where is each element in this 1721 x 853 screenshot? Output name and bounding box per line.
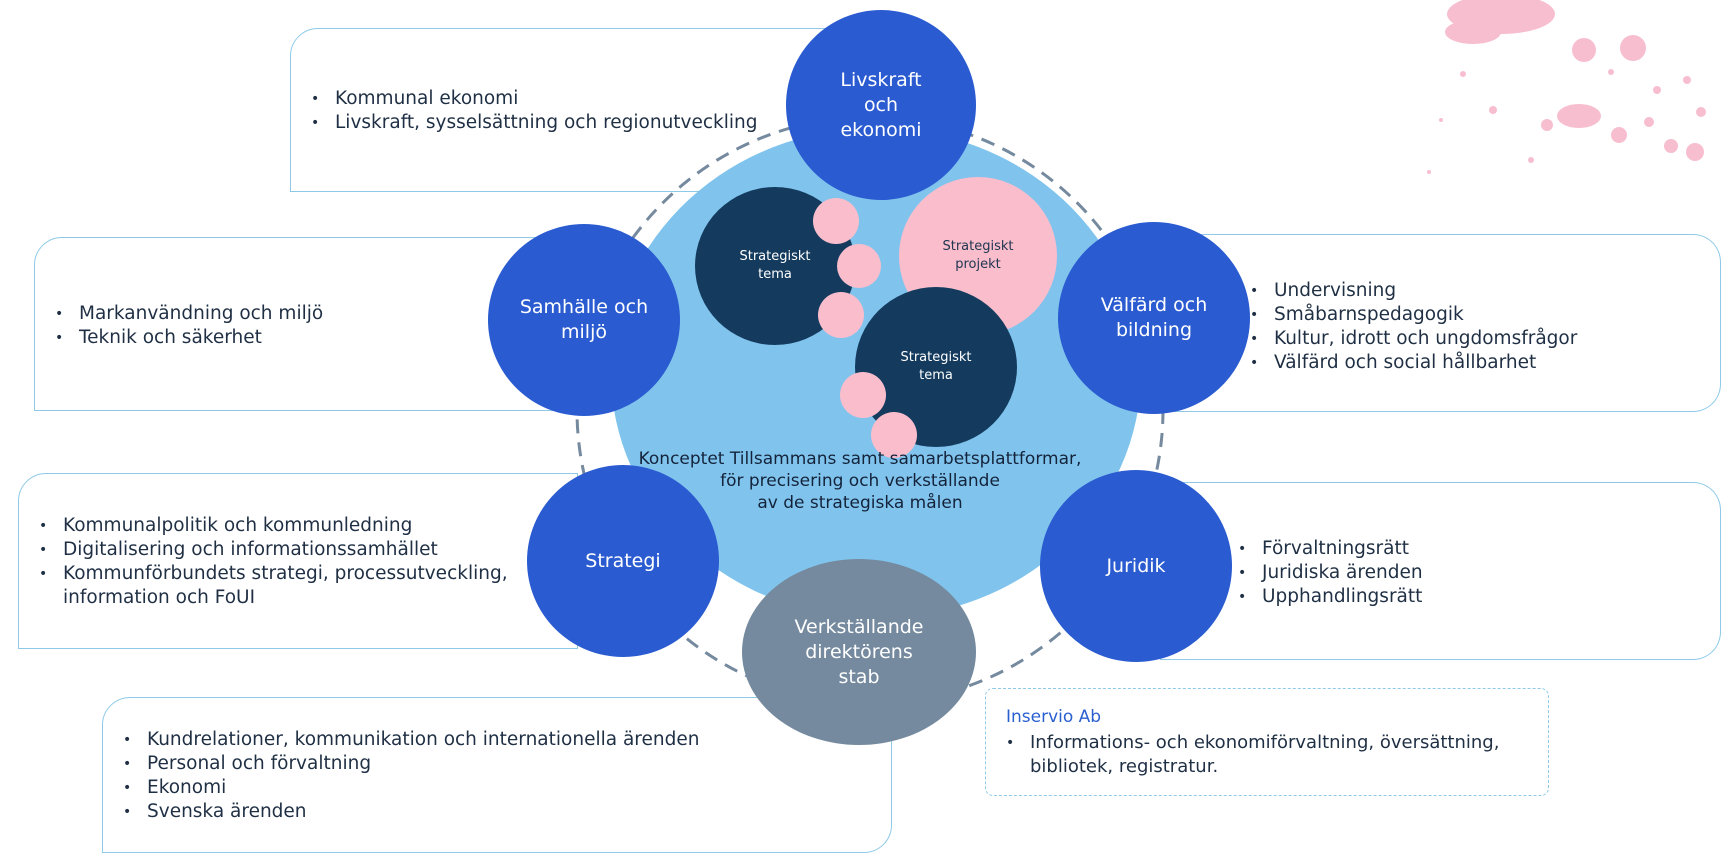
unit-samhalle: Samhälle och miljö: [488, 224, 680, 416]
list-item: Upphandlingsrätt: [1238, 585, 1423, 609]
list-livskraft: Kommunal ekonomi Livskraft, sysselsättni…: [311, 87, 758, 135]
list-item: Kundrelationer, kommunikation och intern…: [123, 728, 699, 752]
list-item: Välfärd och social hållbarhet: [1250, 351, 1577, 375]
list-item: Småbarnspedagogik: [1250, 303, 1577, 327]
unit-juridik: Juridik: [1040, 470, 1232, 662]
list-stab: Kundrelationer, kommunikation och intern…: [123, 728, 699, 824]
pink-bubble: [837, 244, 881, 288]
theme-label-line: projekt: [955, 257, 1001, 272]
unit-label-line: Livskraft: [840, 68, 922, 91]
list-item: Livskraft, sysselsättning och regionutve…: [311, 111, 758, 135]
theme-label-line: Strategiskt: [900, 350, 972, 365]
list-item: Juridiska ärenden: [1238, 561, 1423, 585]
unit-label-line: Samhälle och: [519, 296, 649, 318]
inservio-title: Inservio Ab: [1006, 707, 1102, 727]
box-juridik: Förvaltningsrätt Juridiska ärenden Uppha…: [1160, 482, 1721, 660]
theme-label-line: tema: [758, 267, 792, 282]
pink-splash-decoration: [1427, 0, 1706, 174]
center-text-line: för precisering och verkställande: [720, 471, 1000, 491]
list-item: Kommunal ekonomi: [311, 87, 758, 111]
theme-label-line: Strategiskt: [739, 249, 811, 264]
list-item: Kultur, idrott och ungdomsfrågor: [1250, 327, 1577, 351]
inservio-box: Inservio Ab Informations- och ekonomiför…: [985, 688, 1549, 796]
list-item: Kommunförbundets strategi, processutveck…: [39, 562, 559, 610]
list-item: Personal och förvaltning: [123, 752, 699, 776]
list-strategi: Kommunalpolitik och kommunledning Digita…: [39, 514, 559, 610]
unit-valfard: Välfärd och bildning: [1058, 222, 1250, 414]
unit-stab: Verkställande direktörens stab: [742, 559, 976, 745]
unit-label-line: och: [863, 93, 899, 116]
list-item: Digitalisering och informationssamhället: [39, 538, 559, 562]
theme-label-line: Strategiskt: [942, 239, 1014, 254]
list-item: Ekonomi: [123, 776, 699, 800]
unit-strategi: Strategi: [527, 465, 719, 657]
list-juridik: Förvaltningsrätt Juridiska ärenden Uppha…: [1238, 537, 1423, 609]
pink-bubble: [840, 372, 886, 418]
center-text: Konceptet Tillsammans samt samarbetsplat…: [620, 448, 1100, 514]
list-item: Svenska ärenden: [123, 800, 699, 824]
unit-label-line: ekonomi: [840, 118, 922, 141]
list-valfard: Undervisning Småbarnspedagogik Kultur, i…: [1250, 279, 1577, 375]
list-item: Förvaltningsrätt: [1238, 537, 1423, 561]
box-strategi: Kommunalpolitik och kommunledning Digita…: [18, 473, 578, 649]
unit-label-line: Juridik: [1106, 554, 1166, 577]
list-inservio: Informations- och ekonomiförvaltning, öv…: [1006, 731, 1526, 779]
center-text-line: Konceptet Tillsammans samt samarbetsplat…: [638, 449, 1082, 469]
pink-bubble: [813, 198, 859, 244]
list-item: Undervisning: [1250, 279, 1577, 303]
box-stab: Kundrelationer, kommunikation och intern…: [102, 697, 892, 853]
pink-bubble: [871, 412, 917, 458]
list-item: Markanvändning och miljö: [55, 302, 323, 326]
unit-livskraft: Livskraft och ekonomi: [786, 10, 976, 200]
theme-label-line: tema: [919, 368, 953, 383]
unit-label-line: Välfärd och: [1100, 294, 1208, 316]
unit-label-line: Verkställande: [794, 615, 924, 638]
list-item: Informations- och ekonomiförvaltning, öv…: [1006, 731, 1526, 779]
unit-label-line: miljö: [561, 321, 607, 343]
unit-label-line: Strategi: [585, 549, 661, 572]
center-text-line: av de strategiska målen: [757, 493, 963, 513]
unit-label-line: direktörens: [805, 640, 913, 663]
unit-label-line: bildning: [1115, 319, 1193, 341]
pink-bubble: [818, 292, 864, 338]
list-item: Kommunalpolitik och kommunledning: [39, 514, 559, 538]
list-item: Teknik och säkerhet: [55, 326, 323, 350]
unit-label-line: stab: [838, 665, 880, 688]
list-samhalle: Markanvändning och miljö Teknik och säke…: [55, 302, 323, 350]
